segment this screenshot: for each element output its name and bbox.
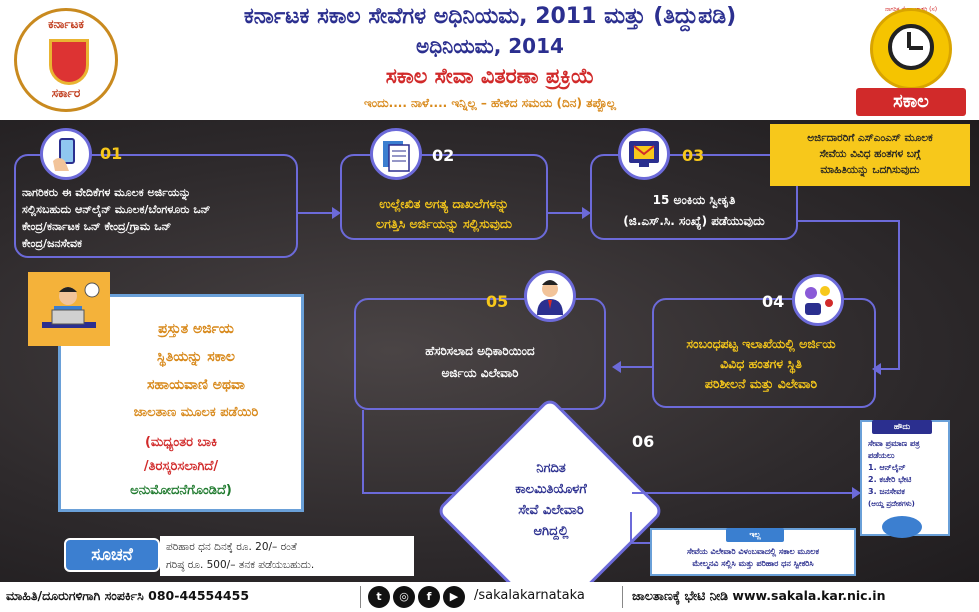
arrow-head bbox=[852, 487, 861, 499]
twitter-icon[interactable]: t bbox=[368, 586, 390, 608]
step-01-text: ನಾಗರಿಕರು ಈ ವೇದಿಕೆಗಳ ಮೂಲಕ ಅರ್ಜಿಯನ್ನು ಸಲ್ಲ… bbox=[22, 186, 211, 250]
footer-divider bbox=[360, 586, 361, 608]
arrow-04-05 bbox=[620, 366, 652, 368]
header: ಕರ್ನಾಟಕ ಸರ್ಕಾರ ಕರ್ನಾಟಕ ಸಕಾಲ ಸೇವೆಗಳ ಅಧಿನಿ… bbox=[0, 0, 979, 120]
sakala-logo: ನಾಗರಿಕ ಸೇವಾ ಖಾತರಿ (ಸ) ಸಕಾಲ bbox=[852, 4, 970, 120]
arrow-no bbox=[630, 542, 650, 544]
title-line-3: ಸಕಾಲ ಸೇವಾ ವಿತರಣಾ ಪ್ರಕ್ರಿಯೆ bbox=[385, 64, 595, 88]
arrow-head bbox=[582, 207, 591, 219]
youtube-icon[interactable]: ▶ bbox=[443, 586, 465, 608]
no-outcome-card: ಇಲ್ಲ ಸೇವೆಯ ವಿಲೇವಾರಿ ವಿಳಂಬವಾದಲ್ಲಿ ಸಕಾಲ ಮೂ… bbox=[650, 528, 856, 576]
footer: ಮಾಹಿತಿ/ದೂರುಗಳಿಗಾಗಿ ಸಂಪರ್ಕಿಸಿ 080-4455445… bbox=[0, 582, 979, 612]
arrow-head bbox=[612, 361, 621, 373]
sms-notification-note: ಅರ್ಜಿದಾರರಿಗೆ ಎಸ್‌ಎಂಎಸ್ ಮೂಲಕ ಸೇವೆಯ ವಿವಿಧ … bbox=[770, 124, 970, 186]
step-05-text: ಹೆಸರಿಸಲಾದ ಅಧಿಕಾರಿಯಿಂದ ಅರ್ಜಿಯ ವಿಲೇವಾರಿ bbox=[425, 344, 535, 380]
smartphone-hand-icon bbox=[40, 128, 92, 180]
karnataka-emblem: ಕರ್ನಾಟಕ ಸರ್ಕಾರ bbox=[14, 8, 118, 112]
step-01-number: 01 bbox=[100, 144, 123, 163]
connector-05-06 bbox=[362, 410, 364, 494]
clock-hand-icon bbox=[909, 46, 923, 50]
facebook-icon[interactable]: f bbox=[418, 586, 440, 608]
step-04-box bbox=[652, 298, 876, 408]
footer-divider bbox=[622, 586, 623, 608]
step-01-box bbox=[14, 154, 298, 258]
envelope-screen-icon bbox=[618, 128, 670, 180]
helpdesk-person-icon bbox=[28, 272, 110, 346]
arrow-head bbox=[872, 363, 881, 375]
step-02-text: ಉಲ್ಲೇಖಿತ ಅಗತ್ಯ ದಾಖಲೆಗಳನ್ನು ಲಗತ್ತಿಸಿ ಅರ್ಜ… bbox=[376, 196, 512, 231]
clock-hand-icon bbox=[907, 32, 911, 48]
arrow-02-03 bbox=[548, 212, 584, 214]
step-04-number: 04 bbox=[762, 292, 785, 311]
arrow-no bbox=[630, 512, 632, 542]
website-link[interactable]: ಜಾಲತಾಣಕ್ಕೆ ಭೇಟಿ ನೀಡಿ www.sakala.kar.nic.… bbox=[632, 588, 886, 603]
arrow-yes bbox=[632, 492, 854, 494]
social-handle[interactable]: /sakalakarnataka bbox=[474, 588, 585, 603]
title-line-2: ಅಧಿನಿಯಮ, 2014 bbox=[416, 34, 564, 58]
arrow-head bbox=[332, 207, 341, 219]
shield-icon bbox=[49, 39, 89, 85]
step-04-text: ಸಂಬಂಧಪಟ್ಟ ಇಲಾಖೆಯಲ್ಲಿ ಅರ್ಜಿಯ ವಿವಿಧ ಹಂತಗಳ … bbox=[686, 336, 836, 391]
step-03-text: 15 ಅಂಕಿಯ ಸ್ವೀಕೃತಿ (ಜಿ.ಎಸ್.ಸಿ. ಸಂಖ್ಯೆ) ಪಡ… bbox=[623, 193, 765, 228]
step-03-number: 03 bbox=[682, 146, 705, 165]
arrow-01-02 bbox=[298, 212, 334, 214]
hint-label: ಸೂಚನೆ bbox=[64, 538, 160, 572]
connector-05-06 bbox=[362, 492, 472, 494]
hint-text: ಪರಿಹಾರ ಧನ ದಿನಕ್ಕೆ ರೂ. 20/– ರಂತೆ ಗರಿಷ್ಠ ರ… bbox=[160, 536, 414, 576]
yes-outcome-card: ಹೌದು ಸೇವಾ ಪ್ರಮಾಣ ಪತ್ರ ಪಡೆಯಲು 1. ಆನ್‌ಲೈನ್… bbox=[860, 420, 950, 538]
step-05-box bbox=[354, 298, 606, 410]
step-05-number: 05 bbox=[486, 292, 509, 311]
emblem-text-top: ಕರ್ನಾಟಕ bbox=[48, 17, 84, 31]
emblem-text-bottom: ಸರ್ಕಾರ bbox=[51, 86, 81, 100]
documents-icon bbox=[370, 128, 422, 180]
certificate-icon bbox=[882, 516, 922, 538]
title-line-1: ಕರ್ನಾಟಕ ಸಕಾಲ ಸೇವೆಗಳ ಅಧಿನಿಯಮ, 2011 ಮತ್ತು … bbox=[243, 4, 737, 29]
connector-03-04 bbox=[898, 220, 900, 370]
tagline: ಇಂದು.... ನಾಳೆ.... ಇನ್ನಿಲ್ಲ – ಹೇಳಿದ ಸಮಯ (… bbox=[363, 96, 617, 110]
officer-icon bbox=[524, 270, 576, 322]
logo-word: ಸಕಾಲ bbox=[856, 88, 966, 116]
step-06-number: 06 bbox=[632, 432, 655, 451]
step-03-box bbox=[590, 154, 798, 240]
connector-03-04 bbox=[798, 220, 900, 222]
helpline-text: ಮಾಹಿತಿ/ದೂರುಗಳಿಗಾಗಿ ಸಂಪರ್ಕಿಸಿ 080-4455445… bbox=[6, 588, 250, 603]
step-06-text: ನಿಗದಿತ ಕಾಲಮಿತಿಯೊಳಗೆ ಸೇವೆ ವಿಲೇವಾರಿ ಆಗಿದ್ದ… bbox=[515, 461, 587, 539]
step-02-number: 02 bbox=[432, 146, 455, 165]
no-label: ಇಲ್ಲ bbox=[726, 528, 784, 542]
team-chat-icon bbox=[792, 274, 844, 326]
instagram-icon[interactable]: ◎ bbox=[393, 586, 415, 608]
step-02-box bbox=[340, 154, 548, 240]
connector-03-04 bbox=[880, 368, 900, 370]
yes-label: ಹೌದು bbox=[872, 420, 932, 434]
